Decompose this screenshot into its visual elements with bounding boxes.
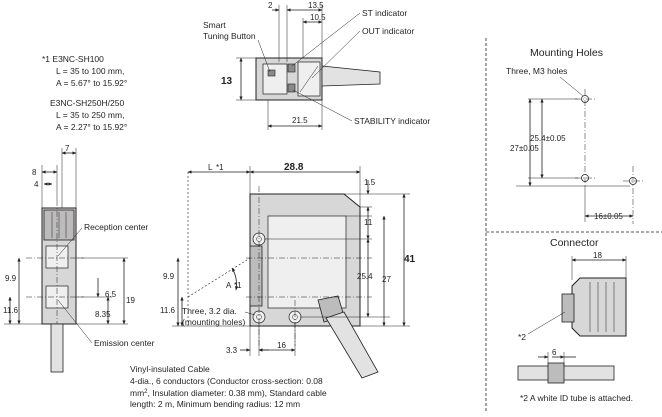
st-indicator-label: ST indicator <box>362 8 407 18</box>
top-view: 13 2 13.5 10.5 21.5 Smart Tuning Button … <box>203 1 430 130</box>
connector-cable <box>517 365 615 381</box>
smart-tuning-button-icon <box>267 69 276 77</box>
front-view-cable <box>325 311 379 379</box>
cable-note-line4: length: 2 m, Minimum bending radius: 12 … <box>130 399 300 409</box>
mount-dim-16: 16±0.05 <box>594 212 623 221</box>
side-dim-4: 4 <box>34 180 39 189</box>
top-view-cable <box>321 65 381 87</box>
panel-separators <box>485 38 662 412</box>
note2-a-range: A = 2.27° to 15.92° <box>56 122 127 132</box>
dim-13-5: 13.5 <box>308 1 324 10</box>
mount-dim-25-4: 25.4±0.05 <box>530 134 566 143</box>
side-view: 7 8 4 9.9 11.6 19 6.5 8.35 Reception cen… <box>3 144 155 373</box>
front-view-window <box>267 215 347 309</box>
side-dim-8-35: 8.35 <box>95 310 111 319</box>
mounting-holes-label-1: Three, 3.2 dia. <box>182 306 237 316</box>
mounting-holes-label-2: (mounting holes) <box>182 317 245 327</box>
front-dim-1-5: 1.5 <box>364 178 376 187</box>
note1-l-range: L = 35 to 100 mm, <box>56 66 124 76</box>
dim-13: 13 <box>221 76 233 87</box>
reception-center-label: Reception center <box>84 222 148 232</box>
note1-title: *1 E3NC-SH100 <box>42 54 104 64</box>
front-dim-3-3: 3.3 <box>226 346 238 355</box>
front-dim-28-8: 28.8 <box>284 162 304 173</box>
front-dim-11: 11 <box>364 218 373 227</box>
connector-title: Connector <box>550 237 599 249</box>
stability-indicator-icon <box>287 83 296 93</box>
connector-body <box>571 277 627 337</box>
dim-2: 2 <box>268 1 273 10</box>
mounting-holes-panel: Mounting Holes Three, M3 holes 25.4±0.05… <box>506 47 643 224</box>
connector-dim-18: 18 <box>593 251 602 260</box>
side-dim-19: 19 <box>126 296 135 305</box>
connector-panel: Connector 18 *2 6 *2 A white ID tube is … <box>517 237 633 403</box>
front-dim-l-star: *1 <box>216 163 224 172</box>
side-view-cable <box>50 323 64 373</box>
mount-dim-27: 27±0.05 <box>510 144 539 153</box>
cable-note-line2: 4-dia., 6 conductors (Conductor cross-se… <box>130 376 323 386</box>
front-dim-11-6: 11.6 <box>160 306 176 315</box>
angle-a: A <box>226 281 232 290</box>
connector-dim-6: 6 <box>552 348 557 357</box>
star2-mark: *2 <box>518 332 526 342</box>
front-dim-9-9: 9.9 <box>163 272 175 281</box>
side-dim-8: 8 <box>32 168 37 177</box>
mounting-holes-note: Three, M3 holes <box>506 66 567 76</box>
stability-indicator-label: STABILITY indicator <box>354 116 430 126</box>
connector-plug-tip <box>561 293 575 323</box>
note2-l-range: L = 35 to 250 mm, <box>56 110 124 120</box>
out-indicator-label: OUT indicator <box>362 26 414 36</box>
cable-note: Vinyl-insulated Cable 4-dia., 6 conducto… <box>130 364 327 409</box>
id-tube <box>547 362 565 384</box>
smart-tuning-label-2: Tuning Button <box>203 31 256 41</box>
smart-tuning-label-1: Smart <box>203 20 226 30</box>
model-notes: *1 E3NC-SH100 L = 35 to 100 mm, A = 5.67… <box>42 54 127 132</box>
note2-title: E3NC-SH250H/250 <box>50 98 124 108</box>
side-dim-7: 7 <box>65 144 70 153</box>
star2-note: *2 A white ID tube is attached. <box>520 393 633 403</box>
front-dim-25-4: 25.4 <box>357 272 373 281</box>
dim-21-5: 21.5 <box>292 116 308 125</box>
note1-a-range: A = 5.67° to 15.92° <box>56 78 127 88</box>
side-dim-9-9: 9.9 <box>5 274 17 283</box>
front-dim-41: 41 <box>404 254 416 265</box>
front-view: L *1 28.8 1.5 11 25.4 27 41 9.9 11.6 A *… <box>160 162 416 379</box>
st-indicator-icon <box>287 63 296 73</box>
angle-a-star: *1 <box>234 281 242 290</box>
cable-note-line1: Vinyl-insulated Cable <box>130 364 210 374</box>
tuning-button-area <box>262 63 288 95</box>
emission-center-label: Emission center <box>94 338 155 348</box>
front-dim-27: 27 <box>382 275 391 284</box>
front-dim-l: L <box>208 163 213 172</box>
cable-note-line3: mm2, Insulation diameter: 0.38 mm), Stan… <box>130 388 327 398</box>
mounting-holes-title: Mounting Holes <box>530 47 603 59</box>
front-dim-16: 16 <box>277 341 286 350</box>
dim-10-5: 10.5 <box>310 13 326 22</box>
side-dim-6-5: 6.5 <box>105 290 117 299</box>
side-dim-11-6: 11.6 <box>3 306 19 315</box>
